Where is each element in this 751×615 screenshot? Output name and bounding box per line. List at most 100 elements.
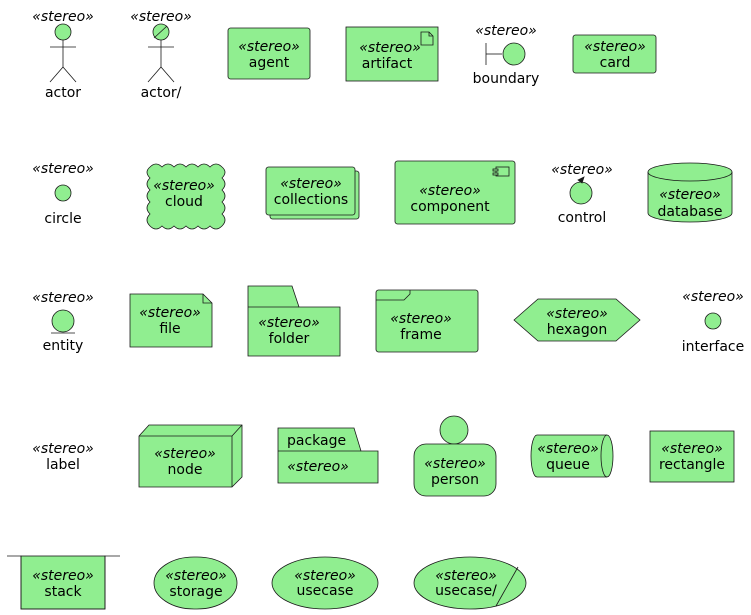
cloud-label: cloud — [165, 194, 203, 210]
component-element: «stereo» component — [394, 160, 516, 225]
person-element: «stereo» person — [413, 415, 497, 497]
stack-stereotype: «stereo» — [32, 568, 94, 584]
label-label: label — [46, 457, 80, 473]
boundary-stereotype: «stereo» — [475, 23, 537, 39]
interface-stereotype: «stereo» — [682, 289, 744, 305]
file-element: «stereo» file — [129, 293, 213, 348]
file-stereotype: «stereo» — [139, 305, 201, 321]
business-usecase-label: usecase/ — [435, 583, 497, 599]
storage-shape — [153, 556, 238, 610]
circle-shape — [54, 184, 72, 202]
queue-element: «stereo» queue — [530, 434, 614, 478]
cloud-element: «stereo» cloud — [146, 163, 226, 230]
frame-box — [375, 289, 479, 353]
collections-stereotype: «stereo» — [280, 176, 342, 192]
entity-circle — [51, 309, 75, 333]
folder-shape — [247, 285, 341, 357]
agent-element: «stereo» agent — [227, 27, 311, 80]
interface-label: interface — [682, 339, 744, 355]
circle-stereotype: «stereo» — [32, 161, 94, 177]
rectangle-label: rectangle — [659, 457, 725, 473]
person-head — [439, 415, 469, 445]
control-stereotype: «stereo» — [551, 162, 613, 178]
frame-label: frame — [400, 327, 442, 343]
queue-stereotype: «stereo» — [537, 441, 599, 457]
boundary-element: «stereo» boundary — [473, 23, 540, 87]
rectangle-box — [649, 430, 735, 483]
component-label: component — [410, 199, 490, 215]
node-element: «stereo» node — [138, 424, 243, 488]
circle-element: «stereo» circle — [32, 161, 94, 227]
package-label: package — [287, 433, 346, 449]
usecase-stereotype: «stereo» — [294, 568, 356, 584]
actor-stereotype: «stereo» — [32, 9, 94, 25]
file-shape — [129, 293, 213, 348]
component-stereotype: «stereo» — [419, 183, 481, 199]
collections-element: «stereo» collections — [265, 166, 360, 220]
node-stereotype: «stereo» — [154, 446, 216, 462]
card-box — [572, 34, 657, 74]
business-usecase-ellipse — [413, 556, 527, 610]
artifact-icon — [420, 31, 434, 46]
hexagon-stereotype: «stereo» — [546, 306, 608, 322]
stack-shape — [20, 555, 106, 610]
card-stereotype: «stereo» — [584, 39, 646, 55]
business-actor-label: actor/ — [141, 85, 182, 101]
package-element: package «stereo» — [277, 427, 379, 484]
collections-label: collections — [274, 192, 348, 208]
business-usecase-element: «stereo» usecase/ — [413, 556, 527, 610]
card-label: card — [600, 55, 631, 71]
database-cylinder — [647, 162, 733, 223]
business-actor-stereotype: «stereo» — [130, 9, 192, 25]
frame-stereotype: «stereo» — [390, 311, 452, 327]
control-element: «stereo» control — [551, 162, 613, 226]
hexagon-shape — [513, 298, 641, 342]
database-label: database — [658, 204, 723, 220]
entity-element: «stereo» entity — [32, 290, 94, 354]
control-circle — [569, 181, 593, 205]
card-element: «stereo» card — [572, 34, 657, 74]
interface-element: «stereo» interface — [682, 289, 744, 355]
interface-circle — [704, 312, 722, 330]
package-stereotype: «stereo» — [287, 459, 349, 475]
cloud-stereotype: «stereo» — [153, 178, 215, 194]
hexagon-element: «stereo» hexagon — [513, 298, 641, 342]
storage-stereotype: «stereo» — [165, 568, 227, 584]
control-arrow-icon — [577, 176, 585, 184]
component-icon — [495, 166, 510, 177]
rectangle-element: «stereo» rectangle — [649, 430, 735, 483]
file-label: file — [159, 321, 180, 337]
business-actor-element: «stereo» actor/ — [130, 9, 192, 101]
person-stereotype: «stereo» — [424, 456, 486, 472]
hexagon-label: hexagon — [547, 322, 607, 338]
rectangle-stereotype: «stereo» — [661, 441, 723, 457]
boundary-circle — [502, 42, 526, 66]
stack-label: stack — [44, 584, 82, 600]
queue-label: queue — [546, 457, 590, 473]
stack-element: «stereo» stack — [7, 555, 120, 610]
usecase-label: usecase — [297, 583, 354, 599]
folder-label: folder — [269, 331, 310, 347]
agent-box — [227, 27, 311, 80]
artifact-element: «stereo» artifact — [345, 26, 439, 82]
business-usecase-stereotype: «stereo» — [435, 568, 497, 584]
database-element: «stereo» database — [647, 162, 733, 223]
actor-label: actor — [45, 85, 81, 101]
folder-stereotype: «stereo» — [258, 315, 320, 331]
usecase-element: «stereo» usecase — [271, 556, 379, 610]
frame-element: «stereo» frame — [375, 289, 479, 353]
storage-label: storage — [169, 584, 222, 600]
label-element: «stereo» label — [32, 441, 94, 473]
actor-element: «stereo» actor — [32, 9, 94, 101]
collections-front-box — [265, 166, 356, 216]
entity-label: entity — [43, 338, 84, 354]
agent-label: agent — [249, 55, 290, 71]
person-label: person — [431, 472, 479, 488]
actor-head — [54, 23, 72, 41]
person-body — [413, 443, 497, 497]
folder-element: «stereo» folder — [247, 285, 341, 357]
package-shape — [277, 427, 379, 484]
artifact-stereotype: «stereo» — [359, 40, 421, 56]
artifact-label: artifact — [362, 56, 413, 72]
